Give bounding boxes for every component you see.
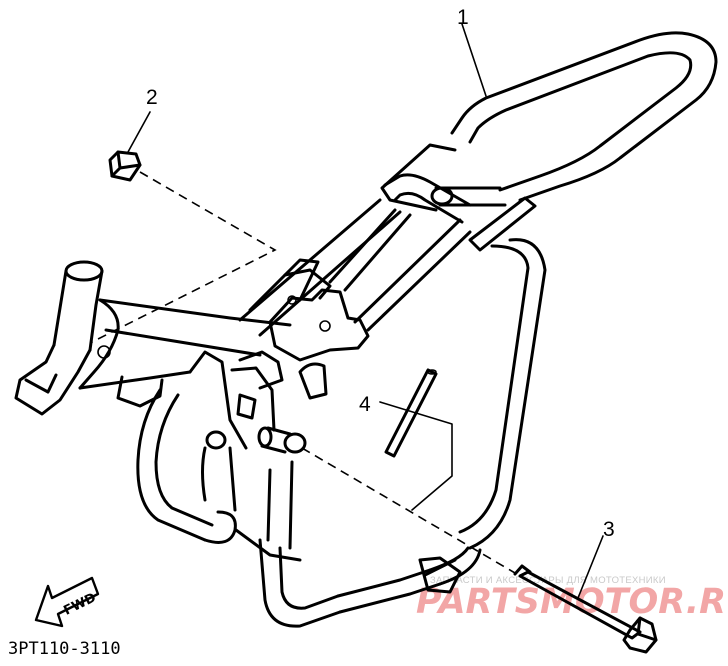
frame-part[interactable] <box>14 23 718 628</box>
nut-part[interactable] <box>91 111 277 343</box>
bolt-install-path <box>301 447 516 574</box>
leader-line-1 <box>461 23 487 97</box>
callout-4: 4 <box>359 393 371 416</box>
callout-1: 1 <box>457 6 469 29</box>
forward-arrow-icon: FWD <box>34 576 100 628</box>
tube-part[interactable] <box>379 368 453 511</box>
callout-labels: 1 2 3 4 <box>146 6 615 541</box>
leader-line-4 <box>379 401 453 511</box>
fwd-label: FWD <box>61 590 98 618</box>
leader-line-2 <box>127 111 151 153</box>
leader-line-3 <box>577 535 604 599</box>
diagram-code: 3PT110-3110 <box>8 639 121 659</box>
watermark: ЗАПЧАСТИ И АКСЕССУАРЫ ДЛЯ МОТОТЕХНИКИ PA… <box>416 575 728 622</box>
watermark-brand: PARTSMOTOR.RU <box>416 582 728 622</box>
bolt-part[interactable] <box>301 447 658 654</box>
nut-install-path <box>91 171 277 343</box>
callout-3: 3 <box>603 518 615 541</box>
watermark-tagline: ЗАПЧАСТИ И АКСЕССУАРЫ ДЛЯ МОТОТЕХНИКИ <box>430 575 666 586</box>
callout-2: 2 <box>146 86 158 109</box>
